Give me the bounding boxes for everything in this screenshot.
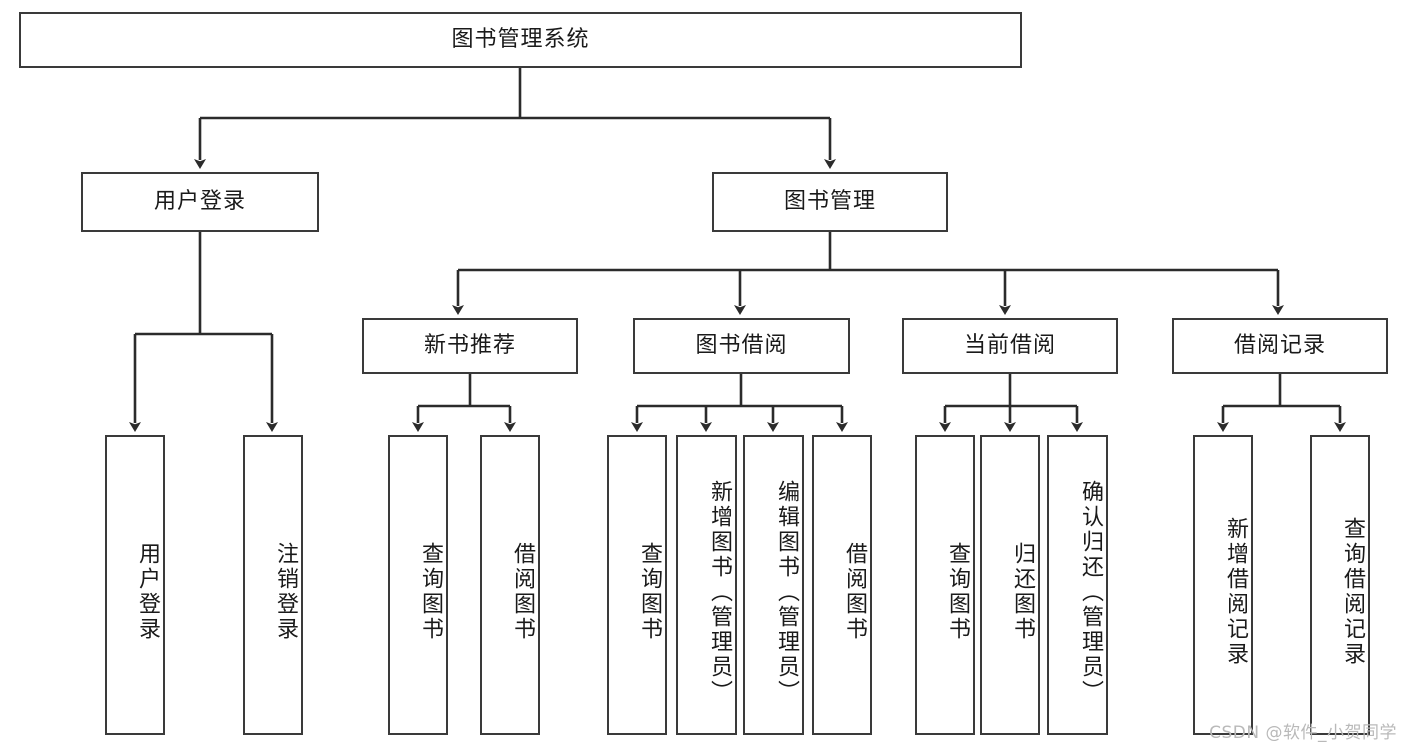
leaf-query-book-3[interactable]: 查询图书 <box>915 435 975 735</box>
leaf-borrow-book-2[interactable]: 借阅图书 <box>812 435 872 735</box>
node-root-label: 图书管理系统 <box>451 26 590 52</box>
leaf-query-book-2-label: 查询图书 <box>637 542 662 642</box>
node-new-book-recommend-label: 新书推荐 <box>423 332 516 358</box>
leaf-user-login[interactable]: 用户登录 <box>105 435 165 735</box>
leaf-edit-book-label: 编辑图书（管理员） <box>774 479 799 705</box>
node-new-book-recommend[interactable]: 新书推荐 <box>362 318 578 374</box>
leaf-query-record[interactable]: 查询借阅记录 <box>1310 435 1370 735</box>
leaf-query-book-2[interactable]: 查询图书 <box>607 435 667 735</box>
leaf-add-book-label: 新增图书（管理员） <box>707 479 732 705</box>
leaf-add-record-label: 新增借阅记录 <box>1223 517 1248 667</box>
leaf-user-logout[interactable]: 注销登录 <box>243 435 303 735</box>
leaf-edit-book[interactable]: 编辑图书（管理员） <box>743 435 804 735</box>
leaf-confirm-return-label: 确认归还（管理员） <box>1078 479 1103 705</box>
node-current-borrow-label: 当前借阅 <box>963 332 1056 358</box>
node-book-borrow-label: 图书借阅 <box>695 332 788 358</box>
node-book-borrow[interactable]: 图书借阅 <box>633 318 850 374</box>
node-user-login-label: 用户登录 <box>153 188 246 214</box>
node-borrow-record-label: 借阅记录 <box>1233 332 1326 358</box>
leaf-query-book-3-label: 查询图书 <box>945 542 970 642</box>
csdn-watermark: CSDN @软件_小贺同学 <box>1209 723 1397 743</box>
leaf-add-record[interactable]: 新增借阅记录 <box>1193 435 1253 735</box>
leaf-query-record-label: 查询借阅记录 <box>1340 517 1365 667</box>
node-book-manage-label: 图书管理 <box>783 188 876 214</box>
leaf-add-book[interactable]: 新增图书（管理员） <box>676 435 737 735</box>
leaf-user-login-label: 用户登录 <box>135 542 160 642</box>
leaf-return-book-label: 归还图书 <box>1010 542 1035 642</box>
leaf-borrow-book-1[interactable]: 借阅图书 <box>480 435 540 735</box>
node-borrow-record[interactable]: 借阅记录 <box>1172 318 1388 374</box>
node-user-login[interactable]: 用户登录 <box>81 172 319 232</box>
leaf-confirm-return[interactable]: 确认归还（管理员） <box>1047 435 1108 735</box>
node-current-borrow[interactable]: 当前借阅 <box>902 318 1118 374</box>
leaf-query-book-1[interactable]: 查询图书 <box>388 435 448 735</box>
leaf-query-book-1-label: 查询图书 <box>418 542 443 642</box>
leaf-user-logout-label: 注销登录 <box>273 542 298 642</box>
leaf-borrow-book-1-label: 借阅图书 <box>510 542 535 642</box>
node-book-manage[interactable]: 图书管理 <box>712 172 948 232</box>
leaf-borrow-book-2-label: 借阅图书 <box>842 542 867 642</box>
leaf-return-book[interactable]: 归还图书 <box>980 435 1040 735</box>
node-root[interactable]: 图书管理系统 <box>19 12 1022 68</box>
